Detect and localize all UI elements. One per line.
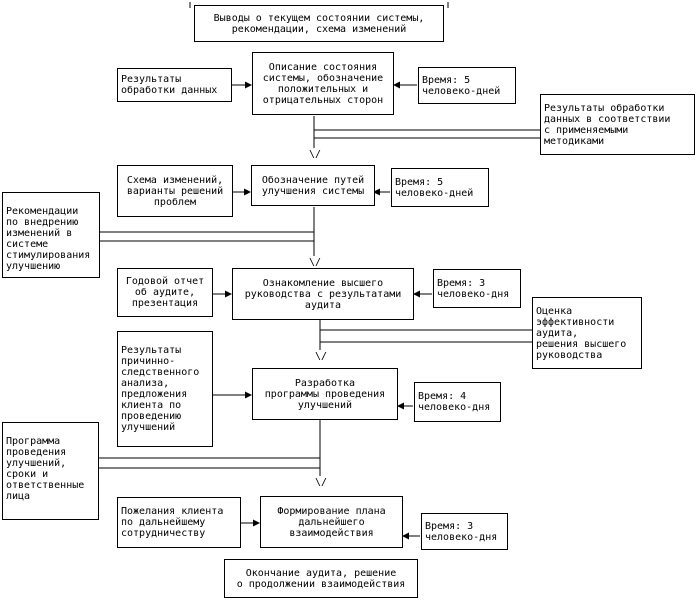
stage5-time-text: Время: 3 человеко-дня [425,520,498,543]
stage5-input-text: Пожелания клиента по дальнейшему сотрудн… [121,506,224,539]
stage4-main-text: Разработка программы проведения улучшени… [264,377,386,411]
end-box: Окончание аудита, решение о продолжении … [224,559,418,598]
stage3-output-text: Оценка эффективности аудита, решения выс… [536,305,627,361]
top-conclusions-text: Выводы о текущем состоянии системы, реко… [213,12,425,35]
stage3-output-box: Оценка эффективности аудита, решения выс… [532,297,642,369]
stage3-main-box: Ознакомление высшего руководства с резул… [232,268,414,320]
down-arrow: \/ [315,477,328,488]
down-arrow: \/ [309,149,322,160]
stage3-time-box: Время: 3 человеко-дня [433,269,521,308]
stage1-time-text: Время: 5 человеко-дней [422,74,501,97]
stage4-time-box: Время: 4 человеко-дня [414,382,501,422]
stage3-time-text: Время: 3 человеко-дня [437,277,510,300]
stage1-input-box: Результаты обработки данных [117,68,232,102]
stage2-main-text: Обозначение путей улучшения системы [261,174,365,197]
stage1-time-box: Время: 5 человеко-дней [418,67,516,104]
stage2-time-text: Время: 5 человеко-дней [395,176,474,199]
stage2-output-box: Рекомендации по внедрению изменений в си… [2,192,100,278]
end-text: Окончание аудита, решение о продолжении … [236,567,406,590]
stage1-main-box: Описание состояния системы, обозначение … [252,52,394,115]
stage4-output-box: Программа проведения улучшений, сроки и … [2,422,99,520]
down-arrow: \/ [315,351,328,362]
stage4-main-box: Разработка программы проведения улучшени… [252,368,398,420]
stage5-input-box: Пожелания клиента по дальнейшему сотрудн… [117,497,241,548]
stage4-input-text: Результаты причинно- следственного анали… [121,345,200,433]
top-conclusions-box: Выводы о текущем состоянии системы, реко… [194,5,444,42]
stage2-time-box: Время: 5 человеко-дней [391,168,489,207]
stage1-input-text: Результаты обработки данных [121,74,218,96]
stage2-input-box: Схема изменений, варианты решений пробле… [117,165,233,217]
stage4-input-box: Результаты причинно- следственного анали… [117,331,213,447]
stage2-output-text: Рекомендации по внедрению изменений в си… [6,206,91,272]
stage1-output-text: Результаты обработки данных в соответств… [544,102,671,147]
stage1-main-text: Описание состояния системы, обозначение … [262,61,384,106]
stage3-input-box: Годовой отчет об аудите, презентация [117,268,213,317]
stage5-main-text: Формирование плана дальнейшего взаимодей… [277,505,386,539]
stage4-output-text: Программа проведения улучшений, сроки и … [6,436,85,502]
stage2-main-box: Обозначение путей улучшения системы [251,165,375,206]
stage2-input-text: Схема изменений, варианты решений пробле… [126,174,224,208]
down-arrow: \/ [309,257,322,268]
stage1-output-box: Результаты обработки данных в соответств… [540,94,695,155]
stage5-time-box: Время: 3 человеко-дня [421,513,508,550]
stage4-time-text: Время: 4 человеко-дня [418,391,491,413]
stage3-main-text: Ознакомление высшего руководства с резул… [244,277,402,311]
stage5-main-box: Формирование плана дальнейшего взаимодей… [260,496,403,548]
stage3-input-text: Годовой отчет об аудите, презентация [125,276,205,309]
